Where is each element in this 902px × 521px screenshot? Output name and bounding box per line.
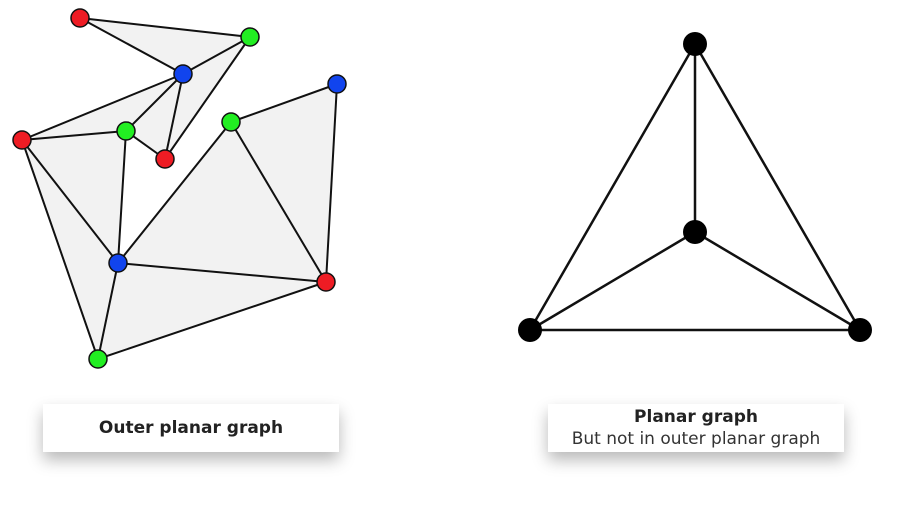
planar-edge-top-left [528,42,697,332]
outer-planar-node-r1 [70,8,90,28]
outer-planar-node-r2 [12,130,32,150]
planar-node-center [683,220,707,244]
outer-planar-edge-r2-g4 [21,139,99,360]
outer-planar-edge-b3-g4 [97,262,119,360]
planar-graph [518,32,872,342]
planar-edges [528,42,862,332]
planar-caption-subtitle: But not in outer planar graph [571,429,821,449]
outer-planar-node-g4 [88,349,108,369]
outer-planar-edge-g2-b3 [117,130,127,264]
outer-planar-edge-b1-r3 [164,73,184,160]
planar-nodes [518,32,872,342]
outer-planar-edge-r2-b3 [21,139,119,264]
outer-planar-nodes [12,8,347,369]
outer-planar-edge-b3-r4 [117,262,327,283]
outer-planar-edge-g1-r3 [164,36,251,160]
planar-node-top [683,32,707,56]
outer-planar-caption-title: Outer planar graph [98,418,284,438]
outer-planar-edge-r2-g2 [21,130,127,141]
outer-planar-node-g3 [221,112,241,132]
outer-planar-node-g2 [116,121,136,141]
outer-planar-node-g1 [240,27,260,47]
outer-planar-edge-b2-r4 [325,83,338,283]
outer-planar-edge-g1-b1 [182,36,251,75]
outer-planar-edge-g4-r4 [97,281,327,360]
outer-planar-node-r4 [316,272,336,292]
outer-planar-edge-g3-b2 [230,83,338,123]
planar-caption: Planar graph But not in outer planar gra… [548,404,844,452]
outer-planar-edge-r1-b1 [79,17,184,75]
outer-planar-node-r3 [155,149,175,169]
outer-planar-edge-b1-g2 [125,73,184,132]
outer-planar-edge-b3-g3 [117,121,232,264]
outer-planar-node-b1 [173,64,193,84]
planar-caption-title: Planar graph [634,407,758,427]
outer-planar-edge-g3-r4 [230,121,327,283]
outer-planar-edges [21,17,338,360]
planar-edge-center-left [528,230,697,332]
planar-edge-top-right [693,42,862,332]
planar-edge-center-right [693,230,862,332]
outer-planar-node-b3 [108,253,128,273]
outer-planar-edge-b1-r2 [21,73,184,141]
planar-node-left [518,318,542,342]
outer-planar-caption: Outer planar graph [43,404,339,452]
outer-planar-edge-r1-g1 [79,17,251,38]
planar-node-right [848,318,872,342]
outer-planar-graph [12,8,347,369]
outer-planar-node-b2 [327,74,347,94]
